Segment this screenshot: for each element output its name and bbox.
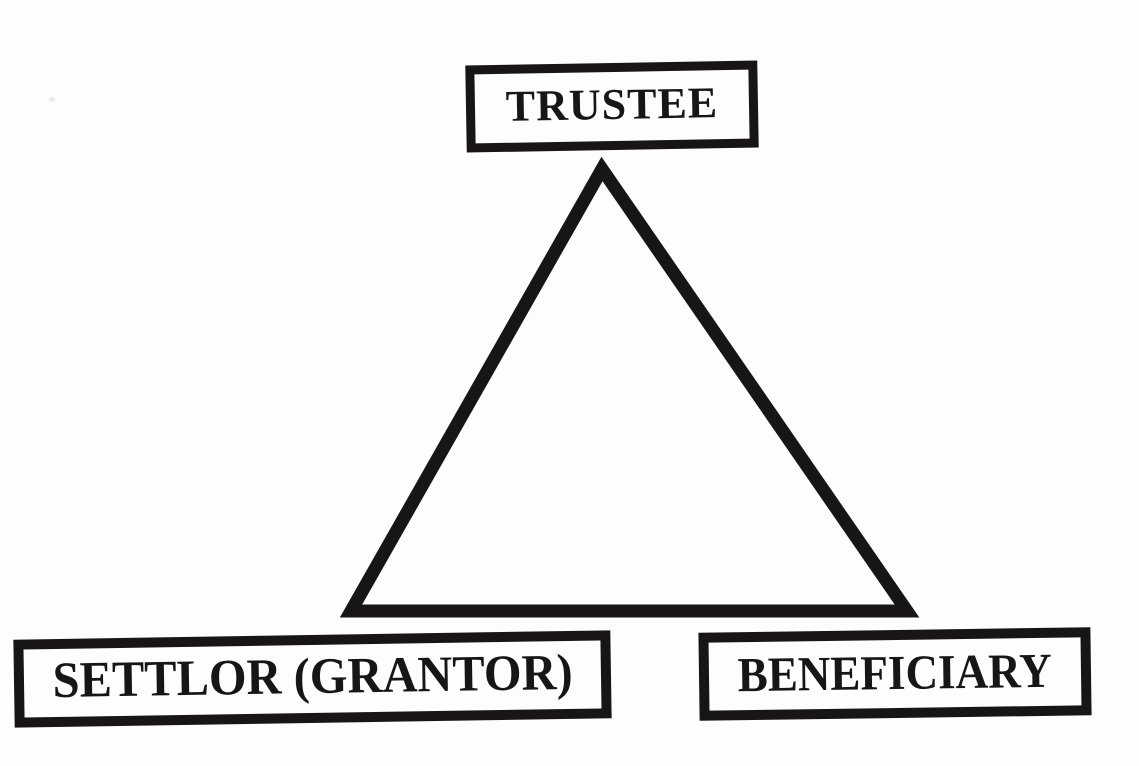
trustee-label: TRUSTEE: [505, 77, 719, 131]
triangle-outline: [339, 156, 920, 618]
node-settlor-grantor: SETTLOR (GRANTOR): [13, 630, 612, 728]
settlor-grantor-label: SETTLOR (GRANTOR): [52, 644, 573, 709]
scan-speck-artifact: [49, 97, 55, 102]
node-beneficiary: BENEFICIARY: [698, 627, 1092, 721]
beneficiary-label: BENEFICIARY: [737, 642, 1053, 702]
node-trustee: TRUSTEE: [465, 60, 759, 153]
